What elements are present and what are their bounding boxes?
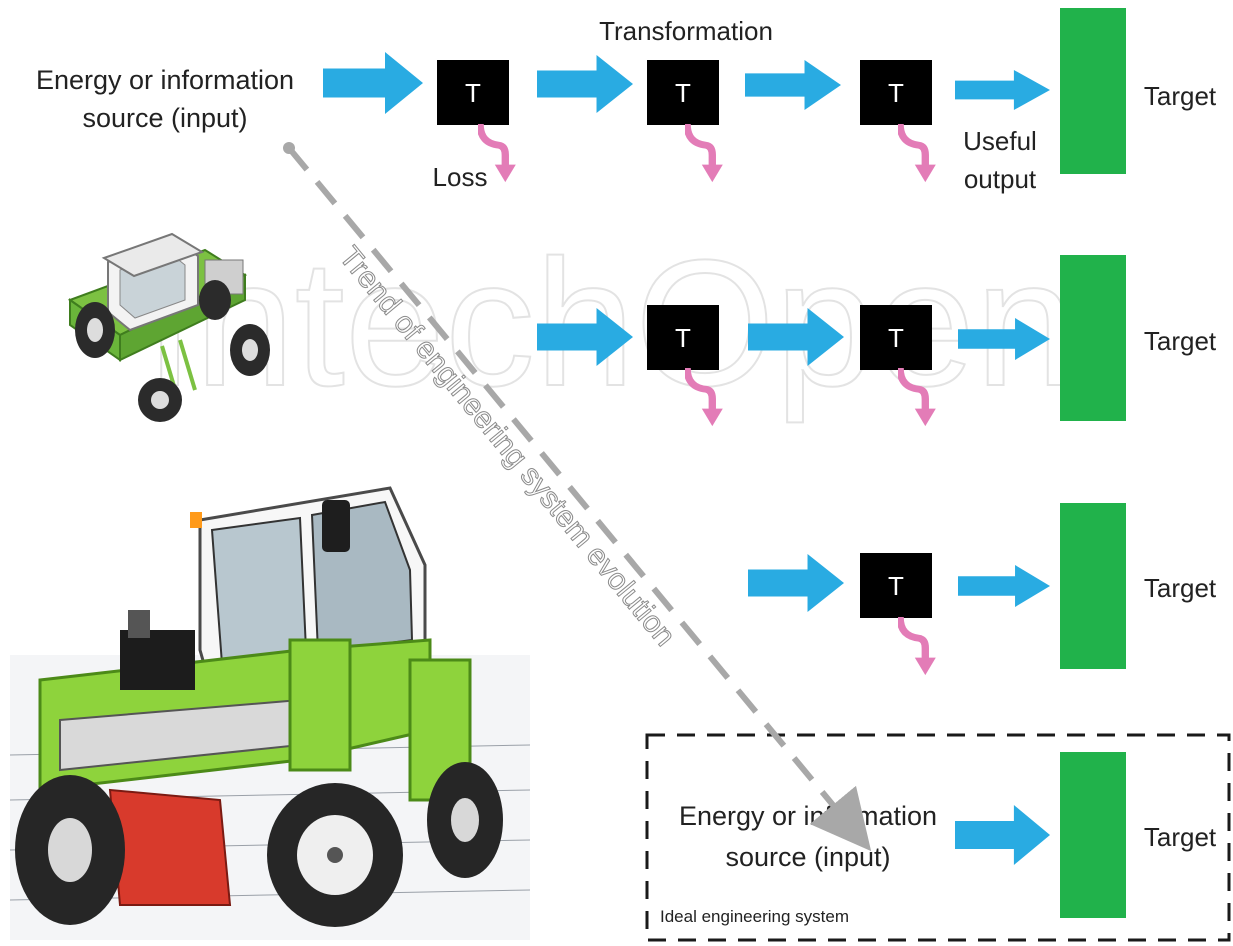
transformation-box-1 xyxy=(437,60,509,125)
target-label-3: Target xyxy=(1144,573,1217,603)
row-4: Energy or information source (input) Tar… xyxy=(645,733,1231,942)
flow-arrow-2 xyxy=(537,55,633,113)
transformation-box-6-label: T xyxy=(888,571,904,601)
transformation-box-4-label: T xyxy=(675,323,691,353)
flow-arrow-3 xyxy=(745,60,841,110)
transformation-box-6 xyxy=(860,553,932,618)
flow-arrow-9 xyxy=(958,565,1050,607)
loss-arrow-2 xyxy=(687,124,723,182)
large-tractor-photo xyxy=(9,486,531,940)
transformation-box-2-label: T xyxy=(675,78,691,108)
target-block-1 xyxy=(1060,8,1126,174)
flow-arrow-4 xyxy=(955,70,1050,110)
loss-label: Loss xyxy=(433,162,488,192)
ideal-source-label-line1: Energy or information xyxy=(679,801,937,831)
transformation-box-3-label: T xyxy=(888,78,904,108)
transformation-box-2 xyxy=(647,60,719,125)
row-3: T Target xyxy=(748,503,1217,675)
row-2: T T Target xyxy=(537,255,1217,426)
loss-arrow-3 xyxy=(900,124,936,182)
small-tractor-illustration xyxy=(67,232,270,422)
trend-arrow-line xyxy=(286,146,872,852)
transformation-box-1-label: T xyxy=(465,78,481,108)
flow-arrow-1 xyxy=(323,52,423,114)
target-block-3 xyxy=(1060,503,1126,669)
transformation-label: Transformation xyxy=(599,16,773,46)
transformation-box-4 xyxy=(647,305,719,370)
source-label-line2: source (input) xyxy=(82,103,247,133)
useful-output-label-line2: output xyxy=(964,164,1037,194)
source-label-line1: Energy or information xyxy=(36,65,294,95)
flow-arrow-8 xyxy=(748,554,844,612)
transformation-box-5 xyxy=(860,305,932,370)
useful-output-label-line1: Useful xyxy=(963,126,1037,156)
target-label-4: Target xyxy=(1144,822,1217,852)
flow-arrow-10 xyxy=(955,805,1050,865)
transformation-box-3 xyxy=(860,60,932,125)
target-block-4 xyxy=(1060,752,1126,918)
target-label-1: Target xyxy=(1144,81,1217,111)
ideal-system-box xyxy=(645,733,1231,942)
loss-arrow-6 xyxy=(900,617,936,675)
target-label-2: Target xyxy=(1144,326,1217,356)
target-block-2 xyxy=(1060,255,1126,421)
ideal-system-label: Ideal engineering system xyxy=(660,907,849,926)
row-1: Energy or information source (input) T T… xyxy=(36,8,1217,194)
ideal-source-label-line2: source (input) xyxy=(725,842,890,872)
transformation-box-5-label: T xyxy=(888,323,904,353)
